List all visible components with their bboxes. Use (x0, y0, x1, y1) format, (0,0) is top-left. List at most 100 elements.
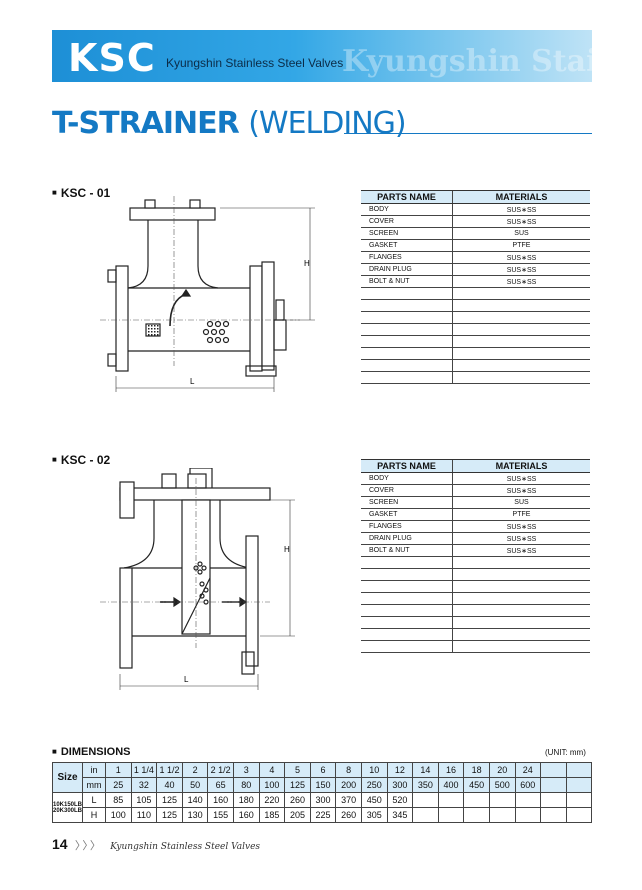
material-cell: SUS∗SS (452, 263, 590, 276)
material-cell: SUS (452, 496, 590, 509)
table-row (361, 323, 590, 336)
dim-cell (412, 792, 439, 808)
footer-arrows: 〉〉〉 (74, 840, 103, 852)
table-row (361, 311, 590, 324)
page-footer: 14 〉〉〉 Kyungshin Stainless Steel Valves (52, 836, 260, 853)
dim-cell (565, 792, 593, 808)
ksc02-dim-h: H (284, 545, 290, 554)
table-row (361, 568, 590, 581)
table-row (361, 604, 590, 617)
part-name-cell (361, 287, 453, 300)
banner-watermark-text: Kyungshin Stainless St (342, 44, 642, 79)
material-cell: SUS∗SS (452, 251, 590, 264)
dim-cell: 450 (463, 777, 490, 793)
material-cell (452, 323, 590, 336)
material-cell (452, 556, 590, 569)
company-name: Kyungshin Stainless Steel Valves (166, 56, 344, 70)
dim-cell: 600 (514, 777, 542, 793)
dim-cell (488, 792, 516, 808)
ksc01-dim-l: L (190, 377, 195, 386)
dim-cell: 20 (488, 762, 516, 778)
part-name-cell (361, 568, 453, 581)
material-cell (452, 628, 590, 641)
part-name-cell (361, 311, 453, 324)
class-labels: 10K150LB 20K300LB (51, 792, 84, 823)
dim-cell: 500 (488, 777, 516, 793)
dim-cell: 2 1/2 (207, 762, 234, 778)
dim-cell: 370 (335, 792, 362, 808)
dim-cell (437, 807, 465, 823)
ksc01-dim-h: H (304, 259, 310, 268)
part-name-cell (361, 580, 453, 593)
part-name-cell: BOLT & NUT (361, 275, 453, 288)
table-row (361, 359, 590, 372)
material-cell: SUS∗SS (452, 544, 590, 557)
dim-cell: 10 (360, 762, 388, 778)
part-name-cell (361, 347, 453, 360)
dim-cell: 65 (207, 777, 234, 793)
table-row (361, 335, 590, 348)
dim-cell: 1 1/4 (130, 762, 158, 778)
dim-cell: 18 (463, 762, 490, 778)
ksc02-dim-l: L (184, 675, 189, 684)
dim-cell: 1 1/2 (156, 762, 183, 778)
table-row (361, 371, 590, 384)
dim-cell: 125 (156, 792, 183, 808)
material-cell (452, 287, 590, 300)
dim-cell: 12 (386, 762, 414, 778)
dim-cell: 520 (386, 792, 414, 808)
dim-cell: 110 (130, 807, 158, 823)
dim-cell: 220 (258, 792, 286, 808)
table-row (361, 640, 590, 653)
material-cell: SUS∗SS (452, 203, 590, 216)
dim-cell: 345 (386, 807, 414, 823)
dim-cell: 3 (232, 762, 260, 778)
dim-cell: 1 (105, 762, 132, 778)
table-header-row: PARTS NAME MATERIALS (361, 190, 590, 204)
material-cell (452, 640, 590, 653)
page-title: T-STRAINER (WELDING) (52, 106, 407, 141)
dim-cell (412, 807, 439, 823)
dim-cell: 5 (284, 762, 311, 778)
title-rule (344, 133, 592, 134)
dim-cell: 100 (258, 777, 286, 793)
dim-cell (488, 807, 516, 823)
dim-cell: 105 (130, 792, 158, 808)
table-row (361, 616, 590, 629)
dim-cell (565, 777, 593, 793)
col-header-materials: MATERIALS (452, 459, 590, 473)
table-row (361, 592, 590, 605)
dim-cell: 140 (181, 792, 209, 808)
part-name-cell: FLANGES (361, 251, 453, 264)
part-name-cell: GASKET (361, 239, 453, 252)
part-name-cell (361, 628, 453, 641)
dim-cell: 300 (309, 792, 337, 808)
part-name-cell (361, 335, 453, 348)
material-cell (452, 311, 590, 324)
part-name-cell: FLANGES (361, 520, 453, 533)
material-cell (452, 568, 590, 581)
dim-cell: 260 (335, 807, 362, 823)
model-label-ksc02: KSC - 02 (52, 453, 110, 467)
dim-cell: 155 (207, 807, 234, 823)
title-main: T-STRAINER (52, 106, 240, 141)
dim-cell: 16 (437, 762, 465, 778)
material-cell: SUS∗SS (452, 472, 590, 485)
material-cell: SUS∗SS (452, 484, 590, 497)
material-cell (452, 592, 590, 605)
part-name-cell: GASKET (361, 508, 453, 521)
dim-cell: 8 (335, 762, 362, 778)
material-cell: SUS∗SS (452, 275, 590, 288)
dim-cell (540, 807, 567, 823)
dim-cell: 400 (437, 777, 465, 793)
material-cell: PTFE (452, 239, 590, 252)
material-cell (452, 604, 590, 617)
